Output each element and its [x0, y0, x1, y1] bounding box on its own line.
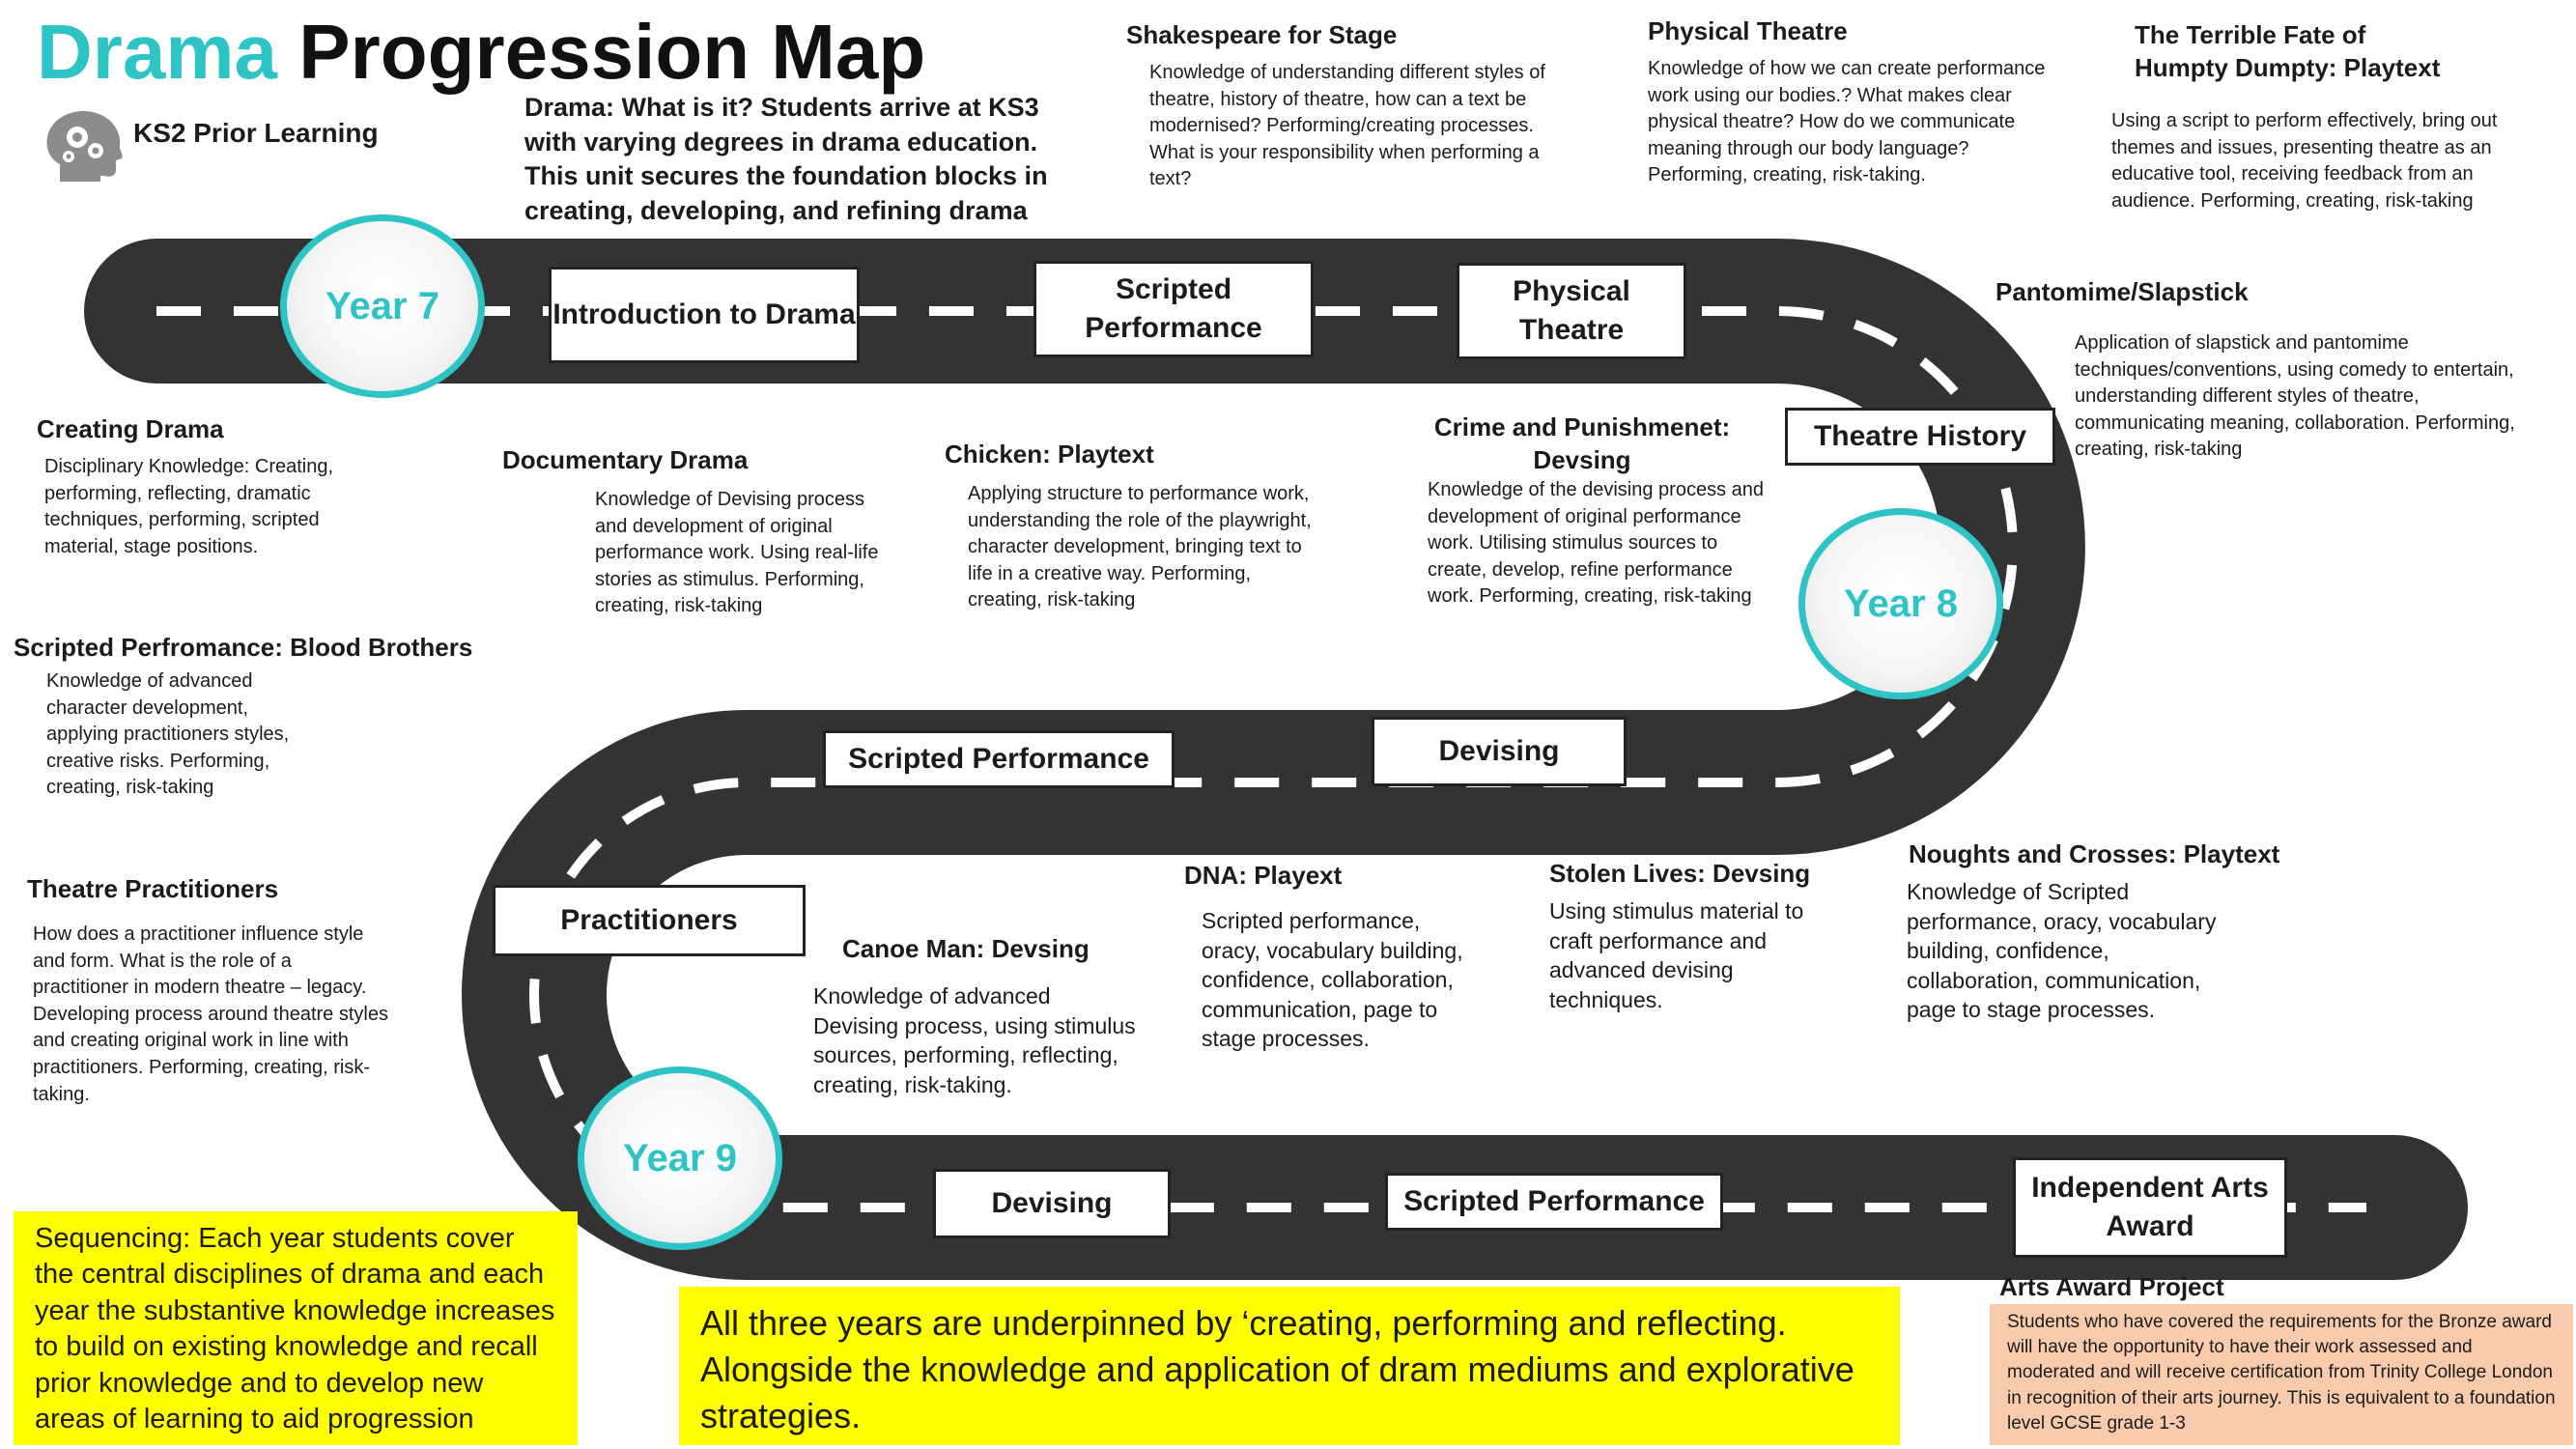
- physical-theatre-title: Physical Theatre: [1648, 16, 1848, 45]
- theatre-practitioners-title: Theatre Practitioners: [27, 874, 279, 903]
- unit-box-devising-y9: Devising: [933, 1169, 1171, 1238]
- page-title: Drama Progression Map: [37, 14, 925, 91]
- unit-box-devising-y8: Devising: [1372, 717, 1627, 786]
- documentary-drama-text: Knowledge of Devising process and develo…: [595, 489, 879, 617]
- blood-brothers-text: Knowledge of advanced character developm…: [46, 670, 290, 799]
- creating-drama-title: Creating Drama: [37, 414, 224, 443]
- chicken-text: Applying structure to performance work, …: [968, 483, 1312, 611]
- unit-box-scripted-performance-y9: Scripted Performance: [1385, 1173, 1723, 1231]
- year-7-marker: Year 7: [280, 214, 485, 398]
- pantomime-title: Pantomime/Slapstick: [1996, 277, 2249, 306]
- title-word-drama: Drama: [37, 9, 278, 95]
- stolen-lives-text: Using stimulus material to craft perform…: [1549, 898, 1804, 1012]
- unit-box-scripted-performance-y8: Scripted Performance: [823, 730, 1175, 788]
- crime-punishment-title: Crime and Punishmenet: Devsing: [1433, 412, 1731, 474]
- theatre-practitioners-text: How does a practitioner influence style …: [33, 923, 388, 1105]
- underpinned-panel: All three years are underpinned by ‘crea…: [679, 1287, 1900, 1445]
- chicken-title: Chicken: Playtext: [945, 440, 1154, 469]
- blood-brothers-title: Scripted Perfromance: Blood Brothers: [14, 633, 473, 662]
- arts-award-panel: Students who have covered the requiremen…: [1990, 1304, 2573, 1445]
- unit-box-introduction-to-drama: Introduction to Drama: [549, 267, 860, 363]
- ks2-prior-learning-label: KS2 Prior Learning: [133, 118, 379, 148]
- title-word-progression: Progression Map: [298, 9, 926, 95]
- pantomime-text: Application of slapstick and pantomime t…: [2075, 332, 2515, 461]
- unit-box-theatre-history: Theatre History: [1785, 408, 2055, 466]
- canoe-man-text: Knowledge of advanced Devising process, …: [813, 983, 1136, 1097]
- shakespeare-text: Knowledge of understanding different sty…: [1149, 62, 1545, 190]
- physical-theatre-text: Knowledge of how we can create performan…: [1648, 58, 2046, 186]
- sequencing-panel: Sequencing: Each year students cover the…: [14, 1211, 578, 1445]
- noughts-crosses-text: Knowledge of Scripted performance, oracy…: [1907, 879, 2217, 1023]
- road-centre-line: [156, 306, 2366, 1212]
- humpty-title: The Terrible Fate of Humpty Dumpty: Play…: [2135, 20, 2441, 82]
- unit-box-scripted-performance-y7: Scripted Performance: [1033, 261, 1314, 357]
- dna-text: Scripted performance, oracy, vocabulary …: [1202, 908, 1463, 1052]
- intro-text: Drama: What is it? Students arrive at KS…: [524, 93, 1048, 225]
- canoe-man-title: Canoe Man: Devsing: [842, 934, 1090, 963]
- creating-drama-text: Disciplinary Knowledge: Creating, perfor…: [44, 456, 334, 557]
- year-9-marker: Year 9: [578, 1066, 782, 1250]
- unit-box-independent-arts-award: Independent Arts Award: [2013, 1157, 2287, 1258]
- brain-gears-icon: [42, 108, 125, 185]
- humpty-text: Using a script to perform effectively, b…: [2111, 110, 2498, 212]
- noughts-crosses-title: Noughts and Crosses: Playtext: [1909, 839, 2280, 868]
- road-surface: [84, 239, 2468, 1280]
- arts-award-title: Arts Award Project: [1999, 1272, 2224, 1301]
- unit-box-practitioners: Practitioners: [493, 885, 806, 956]
- unit-box-physical-theatre: Physical Theatre: [1457, 263, 1686, 359]
- crime-punishment-text: Knowledge of the devising process and de…: [1428, 479, 1765, 608]
- shakespeare-title: Shakespeare for Stage: [1126, 20, 1398, 49]
- documentary-drama-title: Documentary Drama: [502, 445, 749, 474]
- year-8-marker: Year 8: [1798, 508, 2003, 699]
- dna-title: DNA: Playext: [1184, 861, 1343, 890]
- stolen-lives-title: Stolen Lives: Devsing: [1549, 859, 1811, 888]
